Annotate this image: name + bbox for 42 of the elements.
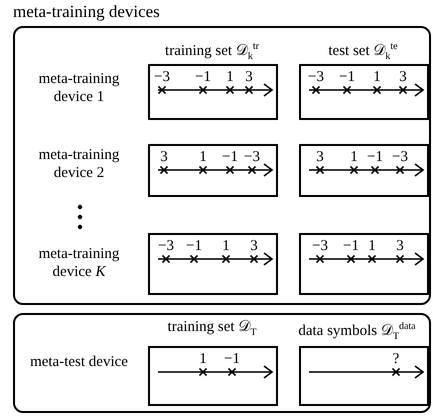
value-label: 1 [368,238,376,254]
value-label: −3 [154,69,170,85]
data-box [148,346,278,406]
value-label: 1 [222,238,230,254]
value-label: 1 [373,69,381,85]
value-label: −1 [195,69,211,85]
value-label: −1 [339,69,355,85]
value-label: −3 [158,238,174,254]
value-label: −1 [367,149,383,165]
value-label: 1 [199,351,207,367]
value-label: −3 [308,69,324,85]
data-box [148,64,278,120]
row-label: meta-training device K [38,245,120,281]
data-box [148,144,278,197]
data-box [299,64,429,120]
value-label: −1 [186,238,202,254]
group-panel [13,313,431,413]
value-label: −3 [312,238,328,254]
panel-heading: meta-training devices [13,2,160,22]
value-label: ? [392,351,400,367]
column-heading: training set 𝒟$_{T}$ [166,318,258,340]
value-label: −3 [392,149,408,165]
row-label: meta-test device [29,353,129,371]
value-label: 3 [245,69,253,85]
value-label: −1 [222,149,238,165]
value-label: 1 [226,69,234,85]
value-label: 3 [399,69,407,85]
value-label: −1 [224,351,240,367]
value-label: 3 [250,238,258,254]
value-label: −3 [244,149,260,165]
data-box [299,346,429,406]
value-label: 1 [199,149,207,165]
value-label: −1 [343,238,359,254]
value-label: 1 [350,149,358,165]
row-label: meta-training device 2 [38,146,120,182]
data-box [299,144,429,197]
value-label: 3 [160,149,168,165]
data-box [299,233,429,295]
value-label: 3 [316,149,324,165]
value-label: 3 [396,238,404,254]
row-label: meta-training device 1 [38,70,120,106]
data-box [148,233,278,295]
